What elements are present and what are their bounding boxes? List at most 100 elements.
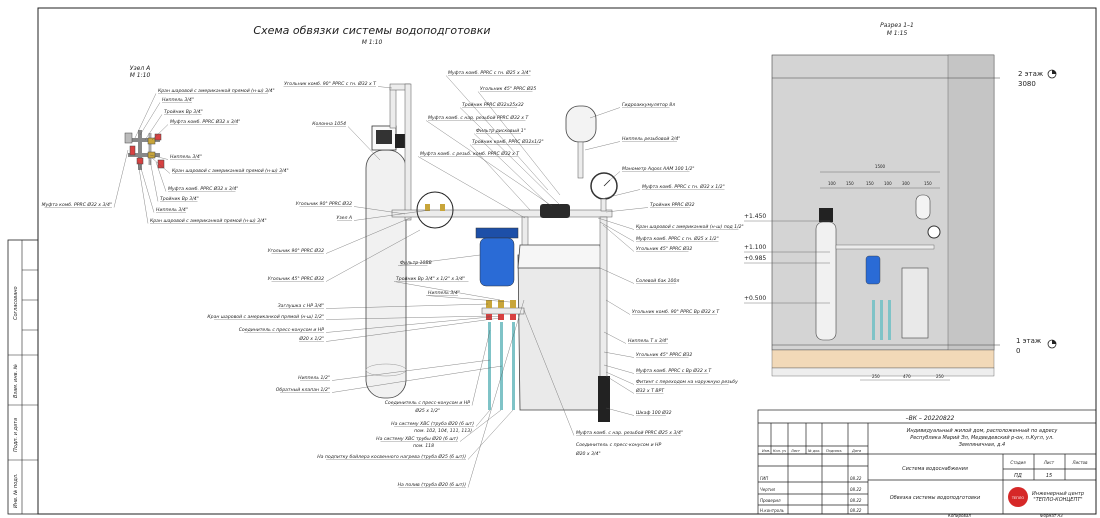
center-label-2-leader bbox=[393, 281, 501, 301]
top-label-6-leader bbox=[469, 144, 531, 211]
top-label-2-leader bbox=[477, 91, 561, 196]
title-block bbox=[757, 409, 1097, 515]
main-title: Схема обвязки системы водоподготовки bbox=[253, 24, 490, 37]
stamp-role-gip: ГИП bbox=[760, 476, 768, 481]
right-label-3-leader bbox=[609, 171, 621, 181]
top-label-3: Тройник PPRC Ø32х25х32 bbox=[462, 101, 524, 108]
bottom-label-7: На подпитку бойлера косвенного нагрева (… bbox=[317, 453, 466, 460]
top-label-1: Муфта комб. PPRC с гн. Ø25 х 3/4" bbox=[448, 69, 531, 76]
dim-top: 1500 bbox=[875, 164, 886, 169]
node-label-10-leader bbox=[137, 161, 149, 224]
level-0500: +0.500 bbox=[744, 295, 766, 302]
node-label-1-leader bbox=[134, 93, 157, 139]
stamp-sheets-head: Листов bbox=[1072, 460, 1089, 465]
bottom-label-3: На систему ХВС (труба Ø20 (6 шт) bbox=[391, 420, 474, 427]
org-logo-text: ТЕПЛО bbox=[1011, 496, 1025, 500]
node-a-leaders: Кран шаровой с американкой прямой (н-ш) … bbox=[42, 88, 289, 224]
bottom-label-6: пом. 118 bbox=[413, 443, 434, 449]
node-a-detail bbox=[124, 130, 165, 170]
top-label-2: Угольник 45° PPRC Ø25 bbox=[480, 85, 536, 92]
filter-column-tank bbox=[365, 149, 407, 399]
right-label-12-leader bbox=[603, 351, 635, 358]
left-label-9-leader bbox=[325, 315, 501, 333]
right-label-16: Шкаф 100 Ø32 bbox=[636, 409, 672, 416]
floor2-label: 2 этаж bbox=[1018, 70, 1044, 78]
stamp-sheet-number: 15 bbox=[1046, 473, 1052, 479]
stamp-role-drew: Чертил bbox=[760, 487, 776, 492]
stamp-org: Инженерный центр"ТЕПЛО-КОНЦЕПТ" bbox=[1032, 491, 1084, 503]
stamp-col-kol: Кол. уч bbox=[773, 449, 786, 453]
stamp-sheet-title: Обвязка системы водоподготовки bbox=[890, 495, 981, 501]
left-label-4: Узел А bbox=[336, 215, 352, 221]
dim-row-5: 300 bbox=[902, 181, 910, 186]
section-annotations: 2 этаж 3080 1 этаж 0 +1.450 +1.100 +0.98… bbox=[744, 69, 1057, 381]
right-label-7: Муфта комб. PPRC с гн. Ø25 х 1/2" bbox=[636, 235, 719, 242]
node-label-5: Ниппель 3/4" bbox=[170, 154, 202, 160]
stamp-stage: ПД bbox=[1014, 473, 1022, 479]
right-label-8: Угольник 45° PPRC Ø32 bbox=[636, 245, 692, 252]
node-label-4: Муфта комб. PPRC Ø32 х 3/4" bbox=[170, 118, 240, 125]
stamp-col-list: Лист bbox=[790, 449, 801, 453]
left-label-2: Колонна 1054 bbox=[312, 121, 346, 127]
bottom-label-8: На полив (труба Ø20 (6 шт)) bbox=[398, 481, 467, 488]
section-title: Разрез 1–1 bbox=[880, 22, 914, 29]
expansion-vessel bbox=[565, 105, 597, 143]
stamp-sheet-head: Лист bbox=[1043, 460, 1055, 465]
left-label-10-leader bbox=[325, 317, 501, 342]
node-label-3-leader bbox=[144, 114, 163, 141]
stamp-date-2: 08.22 bbox=[850, 487, 862, 492]
stamp-role-checked: Проверил bbox=[760, 498, 781, 503]
top-label-6: Тройник комб. PPRC Ø32х1/2" bbox=[472, 138, 544, 145]
node-label-8-leader bbox=[149, 159, 159, 202]
dim-bottom-3: 250 bbox=[936, 374, 944, 379]
left-label-7-leader bbox=[325, 303, 489, 309]
org-logo-icon bbox=[1008, 487, 1028, 507]
node-label-2-leader bbox=[139, 102, 161, 136]
bottom-label-5: На систему ХВС трубы Ø20 (6 шт) bbox=[376, 435, 458, 442]
level-1100: +1.100 bbox=[744, 244, 766, 251]
floor1-value: 0 bbox=[1016, 347, 1020, 355]
center-label-3-leader bbox=[425, 295, 511, 303]
strip-agreed: Согласовано bbox=[13, 286, 19, 320]
node-label-11: Муфта комб. PPRC Ø32 х 3/4" bbox=[42, 201, 112, 208]
node-label-6-leader bbox=[151, 157, 171, 174]
left-label-4-leader bbox=[353, 209, 431, 221]
node-label-7: Муфта комб. PPRC Ø32 х 3/4" bbox=[168, 185, 238, 192]
right-label-1: Гидроаккумулятор 8л bbox=[622, 102, 675, 108]
left-label-1-leader bbox=[377, 86, 393, 89]
left-label-12: Обратный клапан 1/2" bbox=[276, 387, 330, 393]
center-label-3: Ниппель 3/4" bbox=[428, 290, 460, 296]
top-label-7: Муфта комб. с резьб. комб. PPRC Ø32 х Т bbox=[420, 150, 520, 157]
right-label-10: Угольник комб. 90° PPRC Вр Ø32 х Т bbox=[632, 308, 720, 315]
dim-row-4: 100 bbox=[884, 181, 892, 186]
stamp-stage-head: Стадия bbox=[1010, 460, 1026, 465]
bottom-label-2: Ø25 х 1/2" bbox=[414, 407, 440, 414]
top-label-5: Фильтр дисковый 1" bbox=[476, 128, 526, 134]
section-scale: М 1:15 bbox=[887, 30, 908, 37]
right-label-2-leader bbox=[584, 141, 621, 151]
stamp-code: –ВК – 20220822 bbox=[906, 415, 955, 422]
top-label-5-leader bbox=[473, 133, 549, 205]
right-label-10-leader bbox=[605, 299, 631, 315]
right-label-5: Тройник PPRC Ø32 bbox=[650, 201, 695, 208]
title-block-texts: –ВК – 20220822 Индивидуальный жилой дом,… bbox=[760, 415, 1088, 518]
dim-row-6: 150 bbox=[924, 181, 932, 186]
side-strip: Согласовано Взам. инв. № Подп. и дата Ин… bbox=[7, 239, 39, 515]
right-label-7-leader bbox=[599, 221, 635, 242]
center-label-1-leader bbox=[397, 254, 481, 266]
drain-siphon bbox=[598, 376, 610, 422]
distribution-manifold bbox=[481, 307, 525, 315]
stamp-col-date: Дата bbox=[851, 449, 861, 453]
left-label-3-leader bbox=[353, 206, 406, 215]
dim-row-3: 150 bbox=[866, 181, 874, 186]
right-label-11-leader bbox=[603, 331, 627, 344]
left-label-2-leader bbox=[347, 126, 381, 161]
top-label-1-leader bbox=[445, 75, 549, 191]
left-label-1: Угольник комб. 90° PPRC с гн. Ø32 х Т bbox=[284, 80, 377, 87]
center-label-1: Фильтр 10ВВ bbox=[400, 260, 432, 266]
level-0985: +0.985 bbox=[744, 255, 766, 262]
node-label-9-leader bbox=[139, 164, 155, 213]
left-label-3: Угольник 90° PPRC Ø32 bbox=[296, 200, 352, 207]
right-label-6-leader bbox=[597, 217, 635, 230]
right-label-14-leader bbox=[605, 371, 635, 385]
